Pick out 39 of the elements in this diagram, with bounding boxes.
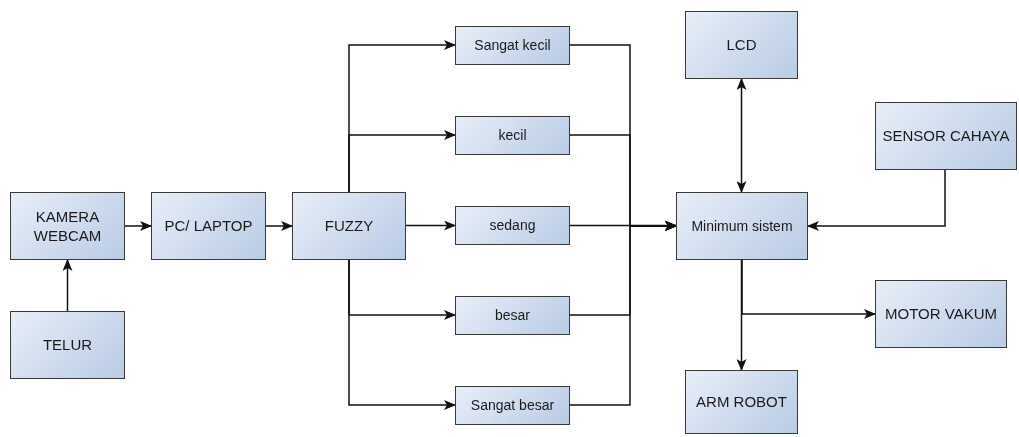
arrow <box>736 259 747 371</box>
arrow <box>124 221 152 231</box>
box-label: SENSOR CAHAYA <box>882 126 1010 146</box>
process-box <box>10 311 125 379</box>
box-label: kecil <box>498 126 527 145</box>
box-label: LCD <box>726 35 757 55</box>
box-label: Minimum sistem <box>691 216 793 236</box>
process-box <box>455 26 570 65</box>
box-label: KAMERA WEBCAM <box>32 206 103 246</box>
process-box <box>685 370 798 434</box>
arrow <box>736 78 747 193</box>
process-box <box>455 386 570 425</box>
box-label: TELUR <box>42 335 93 355</box>
process-box <box>875 102 1017 170</box>
box-label: sedang <box>489 216 536 235</box>
arrow <box>348 130 456 193</box>
box-label: besar <box>495 306 530 325</box>
process-box <box>455 116 570 155</box>
arrow <box>405 220 456 231</box>
process-box <box>455 296 570 335</box>
box-label: Sangat kecil <box>474 36 551 55</box>
box-label: FUZZY <box>324 216 374 236</box>
process-box <box>455 206 570 245</box>
process-box <box>685 11 798 79</box>
process-box <box>151 192 266 260</box>
process-box <box>292 192 406 260</box>
arrow <box>569 221 677 406</box>
arrow <box>741 259 876 319</box>
box-label: PC/ LAPTOP <box>164 216 253 236</box>
process-box <box>676 192 808 260</box>
arrow <box>62 259 73 312</box>
box-label: Sangat besar <box>470 396 555 415</box>
arrow <box>265 221 293 231</box>
box-label: ARM ROBOT <box>696 392 787 412</box>
box-label: MOTOR VAKUM <box>885 304 997 324</box>
arrow <box>348 259 456 410</box>
process-box <box>875 280 1007 348</box>
arrow <box>807 169 946 231</box>
process-box <box>10 192 125 260</box>
